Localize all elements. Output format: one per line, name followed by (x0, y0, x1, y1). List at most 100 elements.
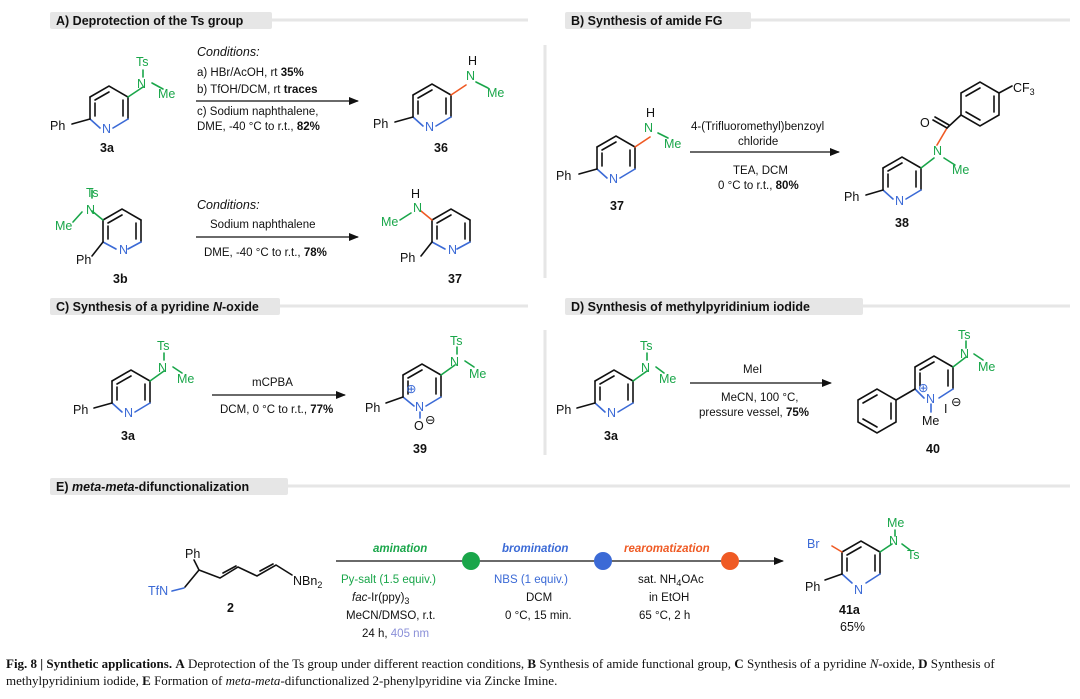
svg-text:Py-salt (1.5 equiv.): Py-salt (1.5 equiv.) (341, 574, 436, 586)
svg-text:⊖: ⊖ (951, 395, 961, 409)
compound-36-label: 36 (434, 141, 448, 155)
svg-text:NBn2: NBn2 (293, 574, 322, 590)
svg-text:Ts: Ts (640, 339, 653, 353)
svg-text:MeCN/DMSO, r.t.: MeCN/DMSO, r.t. (346, 610, 435, 622)
svg-text:TEA, DCM: TEA, DCM (733, 165, 788, 177)
svg-text:Me: Me (664, 137, 681, 151)
svg-text:Ts: Ts (958, 328, 971, 342)
svg-text:Ph: Ph (556, 403, 571, 417)
svg-text:a) HBr/AcOH, rt 35%: a) HBr/AcOH, rt 35% (197, 67, 304, 79)
svg-text:Ph: Ph (400, 251, 415, 265)
svg-text:Ph: Ph (73, 403, 88, 417)
svg-text:Me: Me (177, 372, 194, 386)
svg-text:Ts: Ts (450, 334, 463, 348)
svg-text:TfN: TfN (148, 584, 168, 598)
svg-text:N: N (926, 392, 935, 406)
compound-41a-label: 41a (839, 603, 861, 617)
svg-text:0 °C to r.t., 80%: 0 °C to r.t., 80% (718, 180, 799, 192)
svg-text:pressure vessel, 75%: pressure vessel, 75% (699, 407, 809, 419)
svg-text:N: N (641, 361, 650, 375)
svg-text:65 °C, 2 h: 65 °C, 2 h (639, 610, 690, 622)
section-e-title: E) meta-meta-difunctionalization (56, 480, 249, 494)
svg-text:NBS (1 equiv.): NBS (1 equiv.) (494, 574, 568, 586)
svg-text:Me: Me (381, 215, 398, 229)
scheme-a-conditions-1: Conditions: a) HBr/AcOH, rt 35% b) TfOH/… (196, 45, 359, 133)
compound-3b-structure: Ts N Me Ph N 3b (55, 186, 142, 286)
svg-text:Ph: Ph (185, 547, 200, 561)
svg-text:Me: Me (55, 219, 72, 233)
svg-text:N: N (415, 400, 424, 414)
svg-text:DCM: DCM (526, 592, 552, 604)
svg-text:0 °C, 15 min.: 0 °C, 15 min. (505, 610, 572, 622)
svg-text:N: N (158, 361, 167, 375)
compound-3a-label-c: 3a (121, 429, 136, 443)
svg-text:CF3: CF3 (1013, 81, 1035, 97)
svg-text:Sodium naphthalene: Sodium naphthalene (210, 219, 316, 231)
svg-text:in EtOH: in EtOH (649, 592, 689, 604)
compound-2-label: 2 (227, 601, 234, 615)
svg-text:N: N (124, 406, 133, 420)
scheme-d-conditions: MeI MeCN, 100 °C, pressure vessel, 75% (690, 364, 832, 419)
compound-37-label-a: 37 (448, 272, 462, 286)
svg-text:MeI: MeI (743, 364, 762, 376)
svg-text:N: N (86, 203, 95, 217)
svg-text:⊖: ⊖ (425, 413, 435, 427)
phenyl-label: Ph (50, 119, 65, 133)
svg-text:DCM, 0 °C to r.t., 77%: DCM, 0 °C to r.t., 77% (220, 404, 333, 416)
svg-text:N: N (644, 121, 653, 135)
scheme-a-conditions-2: Conditions: Sodium naphthalene DME, -40 … (196, 198, 359, 259)
svg-text:Me: Me (978, 360, 995, 374)
svg-text:N: N (933, 144, 942, 158)
section-d-title: D) Synthesis of methylpyridinium iodide (571, 300, 810, 314)
svg-text:DME, -40 °C to r.t., 78%: DME, -40 °C to r.t., 78% (204, 247, 327, 259)
svg-text:⊕: ⊕ (918, 381, 928, 395)
section-c-title: C) Synthesis of a pyridine N-oxide (56, 300, 259, 314)
compound-3a-label: 3a (100, 141, 115, 155)
svg-text:mCPBA: mCPBA (252, 377, 293, 389)
section-d-header: D) Synthesis of methylpyridinium iodide (565, 298, 1070, 315)
compound-3a-structure-c: Ph N N Ts Me 3a (73, 339, 194, 443)
svg-text:4-(Trifluoromethyl)benzoyl: 4-(Trifluoromethyl)benzoyl (691, 121, 824, 133)
svg-text:Me: Me (469, 367, 486, 381)
svg-text:MeCN, 100 °C,: MeCN, 100 °C, (721, 392, 798, 404)
stage-rearomatization: rearomatization (624, 543, 710, 555)
compound-41a-structure: Br Ph N N Me Ts 41a 65% (805, 516, 920, 634)
svg-text:Ts: Ts (86, 186, 99, 200)
amine-n-label: N (137, 77, 146, 91)
svg-text:N: N (889, 534, 898, 548)
figure-caption: Fig. 8 | Synthetic applications. A Depro… (6, 656, 995, 688)
svg-text:O: O (920, 116, 930, 130)
svg-text:H: H (646, 106, 655, 120)
svg-text:Ph: Ph (805, 580, 820, 594)
compound-3b-label: 3b (113, 272, 128, 286)
compound-3a-label-d: 3a (604, 429, 619, 443)
svg-text:Me: Me (887, 516, 904, 530)
svg-text:N: N (609, 172, 618, 186)
stage-bromination: bromination (502, 543, 568, 555)
section-c-header: C) Synthesis of a pyridine N-oxide (50, 298, 528, 315)
compound-37-structure-a: H N Me Ph N 37 (381, 187, 471, 286)
compound-3a-structure: Ph N N Ts Me 3a (50, 55, 175, 155)
svg-text:sat. NH4OAc: sat. NH4OAc (638, 574, 704, 588)
svg-text:Me: Me (922, 414, 939, 428)
svg-text:Ph: Ph (76, 253, 91, 267)
synthetic-applications-scheme: A) Deprotection of the Ts group B) Synth… (50, 12, 1070, 640)
svg-text:N: N (119, 243, 128, 257)
svg-text:Ts: Ts (907, 548, 920, 562)
svg-text:Me: Me (659, 372, 676, 386)
compound-39-structure: Ph N ⊕ O ⊖ N Ts Me 39 (365, 334, 486, 456)
svg-text:Me: Me (487, 86, 504, 100)
compound-39-label: 39 (413, 442, 427, 456)
section-b-header: B) Synthesis of amide FG (565, 12, 1070, 29)
svg-text:O: O (414, 419, 424, 433)
compound-3a-structure-d: Ph N N Ts Me 3a (556, 339, 676, 443)
svg-text:Ph: Ph (844, 190, 859, 204)
compound-41a-yield: 65% (840, 620, 865, 634)
compound-40-label: 40 (926, 442, 940, 456)
compound-38-label: 38 (895, 216, 909, 230)
svg-text:H: H (411, 187, 420, 201)
compound-37-label-b: 37 (610, 199, 624, 213)
compound-2-structure: Ph TfN NBn2 2 (148, 547, 322, 615)
svg-text:N: N (413, 201, 422, 215)
svg-text:N: N (425, 120, 434, 134)
